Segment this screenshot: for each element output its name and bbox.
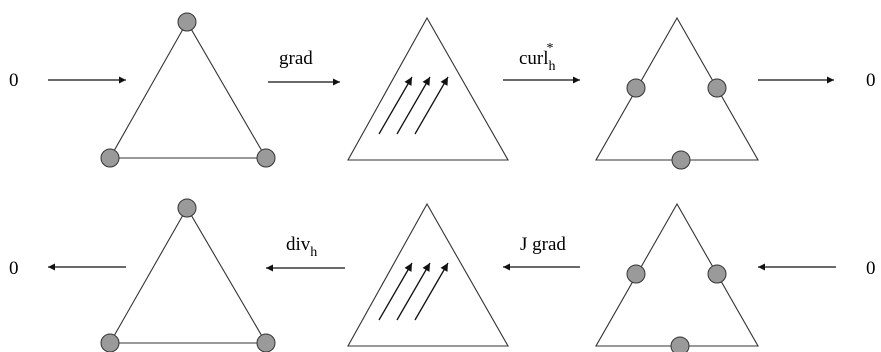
- vertex-dof-left: [100, 148, 120, 168]
- bottom-field-element: [347, 202, 509, 347]
- edge-dof-left: [626, 264, 646, 284]
- vertex-dof-top: [177, 12, 197, 32]
- vertex-dof-left: [100, 333, 120, 352]
- edge-dof-bottom: [670, 336, 690, 352]
- vertex-dof-top: [177, 198, 197, 218]
- top-edge-triangle: [595, 16, 759, 161]
- top-vertex-triangle: [109, 20, 267, 159]
- bottom-start-zero: 0: [9, 258, 19, 279]
- bottom-op-div: divh: [286, 234, 317, 260]
- field-arrow-3: [414, 76, 449, 135]
- vertex-dof-right: [256, 148, 276, 168]
- bottom-vertex-element: [100, 198, 276, 352]
- top-op-curl: curlh*: [519, 41, 556, 74]
- top-end-zero: 0: [866, 70, 876, 91]
- top-start-zero: 0: [9, 70, 19, 91]
- field-arrow-1: [378, 262, 413, 321]
- edge-dof-left: [626, 78, 646, 98]
- field-arrow-1: [378, 76, 413, 135]
- edge-dof-right: [707, 264, 727, 284]
- bottom-row: 0 divh J grad 0: [9, 198, 876, 352]
- field-arrow-3: [414, 262, 449, 321]
- top-field-triangle: [347, 16, 509, 161]
- edge-dof-bottom: [671, 150, 691, 170]
- vertex-dof-right: [256, 333, 276, 352]
- bottom-end-zero: 0: [866, 258, 876, 279]
- edge-dof-right: [707, 78, 727, 98]
- bottom-edge-element: [595, 202, 759, 352]
- top-vertex-element: [100, 12, 276, 168]
- top-row: 0 grad curlh* 0: [9, 12, 876, 170]
- top-field-element: [347, 16, 509, 161]
- field-arrow-2: [396, 262, 431, 321]
- bottom-edge-triangle: [595, 202, 759, 347]
- bottom-op-jgrad: J grad: [520, 234, 566, 255]
- bottom-vertex-triangle: [109, 206, 267, 344]
- top-edge-element: [595, 16, 759, 170]
- top-op-grad: grad: [279, 48, 313, 69]
- field-arrow-2: [396, 76, 431, 135]
- bottom-field-triangle: [347, 202, 509, 347]
